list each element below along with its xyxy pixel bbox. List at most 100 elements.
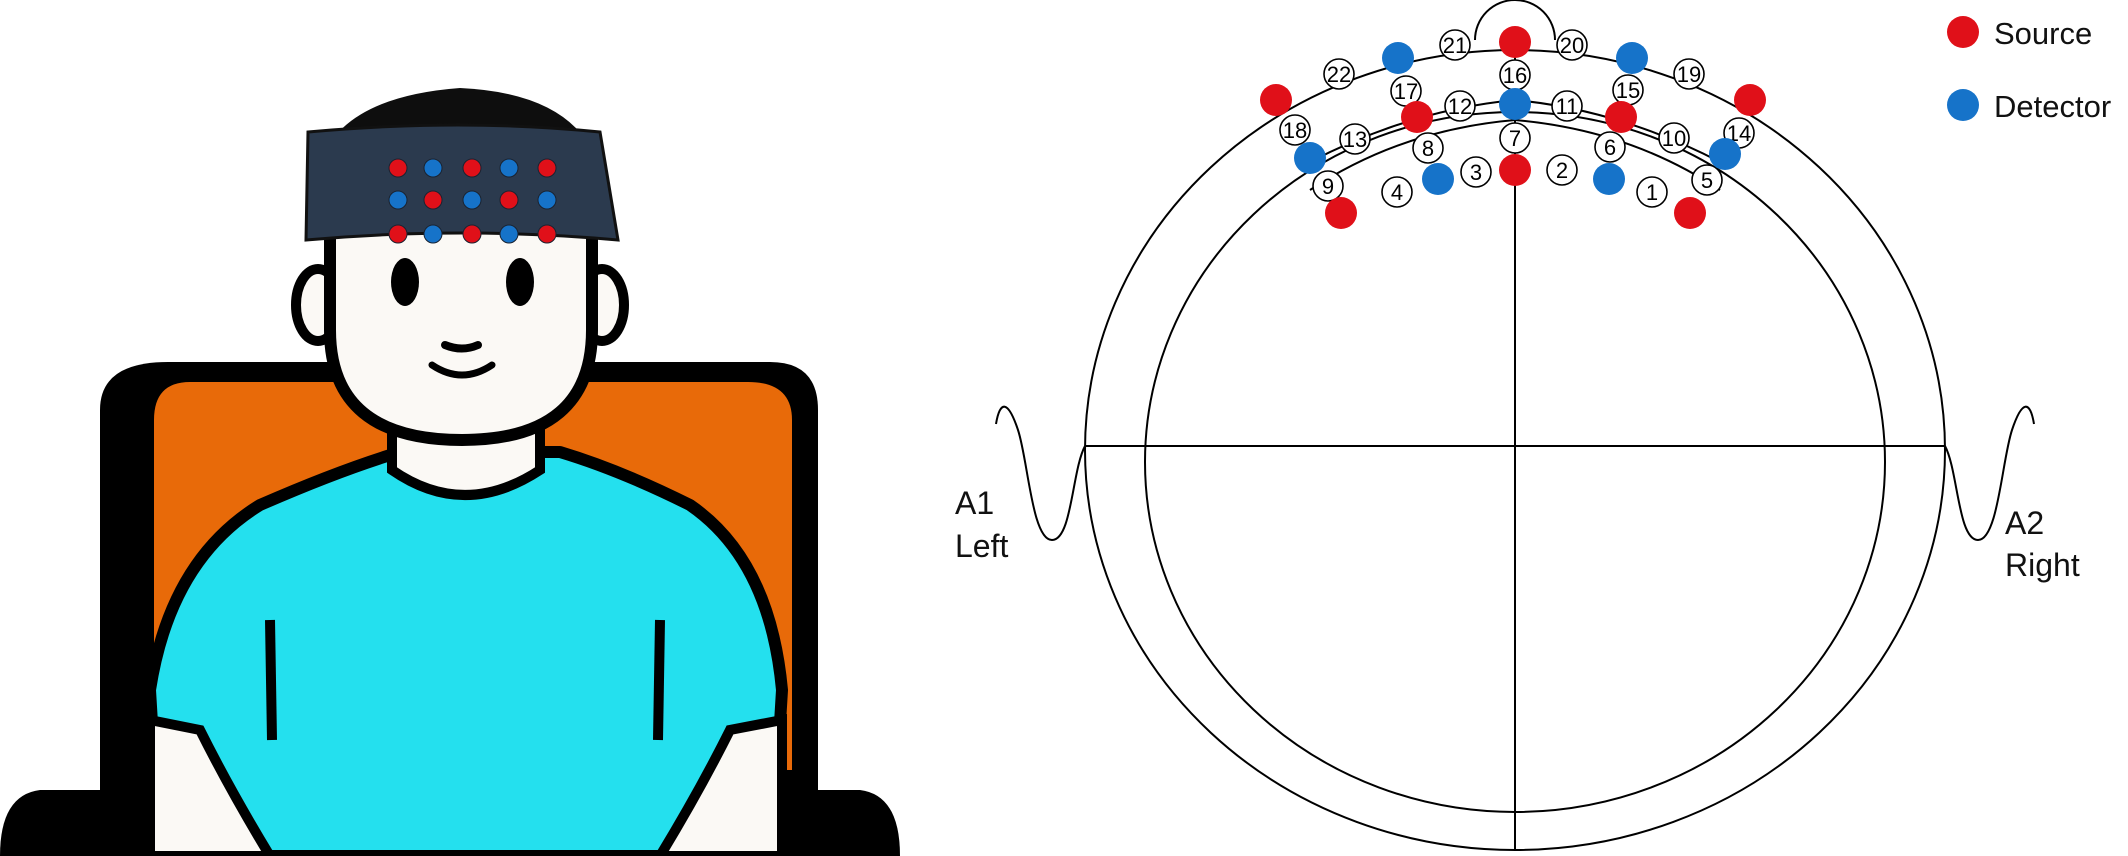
- channel-circle: [1594, 131, 1626, 163]
- source-optode: [1674, 197, 1706, 229]
- detector-optode: [1294, 142, 1326, 174]
- cap-source-dot: [462, 158, 482, 178]
- channel-9: 9: [1312, 170, 1344, 202]
- fnirs-cap: [304, 123, 620, 242]
- channel-circle: [1279, 114, 1311, 146]
- channel-16: 16: [1499, 59, 1531, 91]
- cap-detector-dot: [499, 224, 519, 244]
- channel-number: 1: [1646, 180, 1658, 205]
- channel-number: 6: [1604, 135, 1616, 160]
- channel-18: 18: [1279, 114, 1311, 146]
- channel-2: 2: [1546, 154, 1578, 186]
- nose-outline: [1474, 0, 1556, 41]
- channel-10: 10: [1658, 122, 1690, 154]
- legend-source-marker: [1947, 16, 1979, 48]
- source-optode: [1734, 84, 1766, 116]
- cap-source-dot: [537, 158, 557, 178]
- channel-circle: [1460, 156, 1492, 188]
- channel-number: 12: [1448, 94, 1472, 119]
- detector-optode: [1616, 42, 1648, 74]
- channel-7: 7: [1499, 122, 1531, 154]
- channel-number: 2: [1556, 158, 1568, 183]
- channel-number: 13: [1343, 127, 1367, 152]
- optodes: [1260, 26, 1766, 229]
- channel-number: 17: [1394, 79, 1418, 104]
- channel-circle: [1556, 29, 1588, 61]
- channel-20: 20: [1556, 29, 1588, 61]
- cap-detector-dot: [499, 158, 519, 178]
- channel-circle: [1339, 123, 1371, 155]
- channel-number: 18: [1283, 118, 1307, 143]
- person-illustration: [0, 88, 900, 856]
- channel-14: 14: [1723, 117, 1755, 149]
- source-optode: [1499, 26, 1531, 58]
- channel-number: 9: [1322, 174, 1334, 199]
- channel-circle: [1499, 122, 1531, 154]
- channel-circle: [1439, 29, 1471, 61]
- channel-number: 19: [1677, 62, 1701, 87]
- right-ear-code: A2: [2005, 505, 2044, 541]
- channel-21: 21: [1439, 29, 1471, 61]
- channel-number: 11: [1556, 94, 1579, 119]
- cap-source-dot: [388, 224, 408, 244]
- shirt: [144, 446, 788, 856]
- channel-13: 13: [1339, 123, 1371, 155]
- cap-detector-dot: [462, 190, 482, 210]
- channel-17: 17: [1390, 75, 1422, 107]
- channel-22: 22: [1323, 58, 1355, 90]
- right-ear-side: Right: [2005, 547, 2080, 583]
- source-optode: [1605, 101, 1637, 133]
- cap-detector-dot: [388, 190, 408, 210]
- left-ear-code: A1: [955, 485, 994, 521]
- channel-number: 21: [1443, 33, 1467, 58]
- source-optode: [1325, 197, 1357, 229]
- channel-circle: [1444, 90, 1476, 122]
- cap-source-dot: [537, 224, 557, 244]
- channel-circle: [1691, 164, 1723, 196]
- channel-number: 5: [1701, 168, 1713, 193]
- channel-circle: [1546, 154, 1578, 186]
- source-optode: [1499, 154, 1531, 186]
- detector-optode: [1499, 88, 1531, 120]
- channel-8: 8: [1412, 132, 1444, 164]
- channel-15: 15: [1612, 74, 1644, 106]
- legend-source-label: Source: [1994, 16, 2092, 51]
- cap-detector-dot: [423, 224, 443, 244]
- channel-11: 11: [1551, 90, 1583, 122]
- detector-optode: [1382, 42, 1414, 74]
- channel-circle: [1551, 90, 1583, 122]
- channel-number: 20: [1560, 33, 1584, 58]
- channel-6: 6: [1594, 131, 1626, 163]
- channel-number: 4: [1391, 180, 1403, 205]
- cap-detector-dot: [537, 190, 557, 210]
- detector-optode: [1709, 138, 1741, 170]
- channel-5: 5: [1691, 164, 1723, 196]
- left-ear-side: Left: [955, 528, 1008, 564]
- channel-number: 7: [1509, 126, 1521, 151]
- channel-circle: [1673, 58, 1705, 90]
- cap-detector-dot: [423, 158, 443, 178]
- channel-1: 1: [1636, 176, 1668, 208]
- channel-circle: [1658, 122, 1690, 154]
- cap-source-dot: [462, 224, 482, 244]
- channel-circle: [1636, 176, 1668, 208]
- cap-source-dot: [423, 190, 443, 210]
- left-ear-outline: [995, 405, 1086, 542]
- cap-source-dot: [388, 158, 408, 178]
- right-ear-outline: [1944, 405, 2035, 542]
- source-optode: [1260, 84, 1292, 116]
- cap-optode-grid: [388, 158, 557, 244]
- channel-number: 3: [1470, 160, 1482, 185]
- channel-circle: [1412, 132, 1444, 164]
- channel-3: 3: [1460, 156, 1492, 188]
- channel-19: 19: [1673, 58, 1705, 90]
- channel-number: 16: [1503, 63, 1527, 88]
- detector-optode: [1593, 163, 1625, 195]
- source-optode: [1401, 101, 1433, 133]
- detector-optode: [1422, 163, 1454, 195]
- channel-4: 4: [1381, 176, 1413, 208]
- channel-number: 22: [1327, 62, 1351, 87]
- channel-circle: [1323, 58, 1355, 90]
